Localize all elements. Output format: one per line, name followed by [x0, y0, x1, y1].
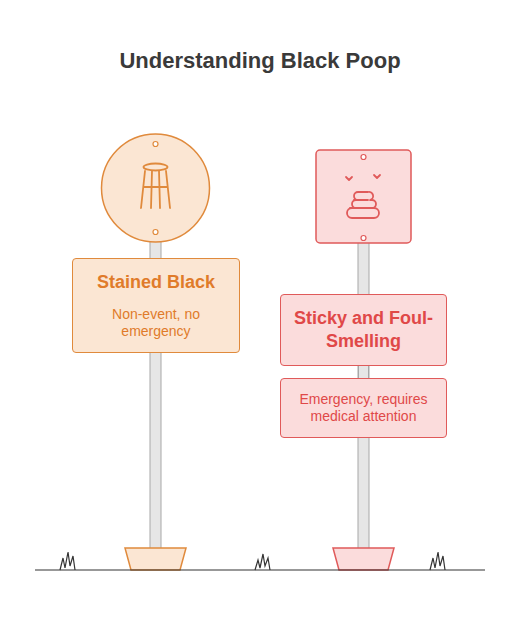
sign-box: Sticky and Foul-Smelling [280, 294, 447, 366]
diagram-title: Understanding Black Poop [0, 48, 520, 74]
ground-line [35, 552, 485, 570]
right-base [333, 548, 394, 570]
pole-fill [359, 366, 368, 378]
square-sign [316, 150, 411, 243]
pole-connector [358, 366, 369, 378]
sign-heading: Sticky and Foul-Smelling [291, 307, 436, 353]
sign-box: Emergency, requires medical attention [280, 378, 447, 438]
poop-icon [346, 175, 380, 218]
stool-icon [141, 164, 170, 209]
left-base [125, 548, 186, 570]
sign-text: Emergency, requires medical attention [291, 391, 436, 425]
sign-heading: Stained Black [97, 271, 215, 294]
sign-text: Non-event, no emergency [83, 306, 229, 340]
sign-box: Stained BlackNon-event, no emergency [72, 258, 240, 353]
circle-sign [102, 134, 210, 242]
